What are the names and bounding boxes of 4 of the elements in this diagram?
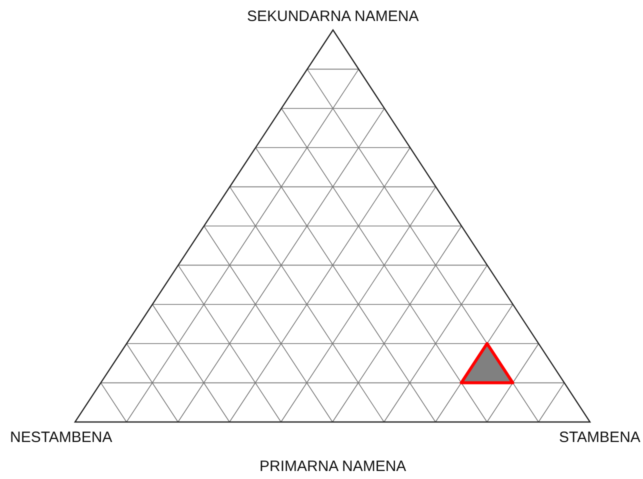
vertex-label: NESTAMBENA: [10, 429, 112, 447]
vertex-label: STAMBENA: [559, 429, 640, 447]
axis-label: SEKUNDARNA NAMENA: [247, 8, 419, 26]
axis-label: PRIMARNA NAMENA: [260, 458, 406, 476]
